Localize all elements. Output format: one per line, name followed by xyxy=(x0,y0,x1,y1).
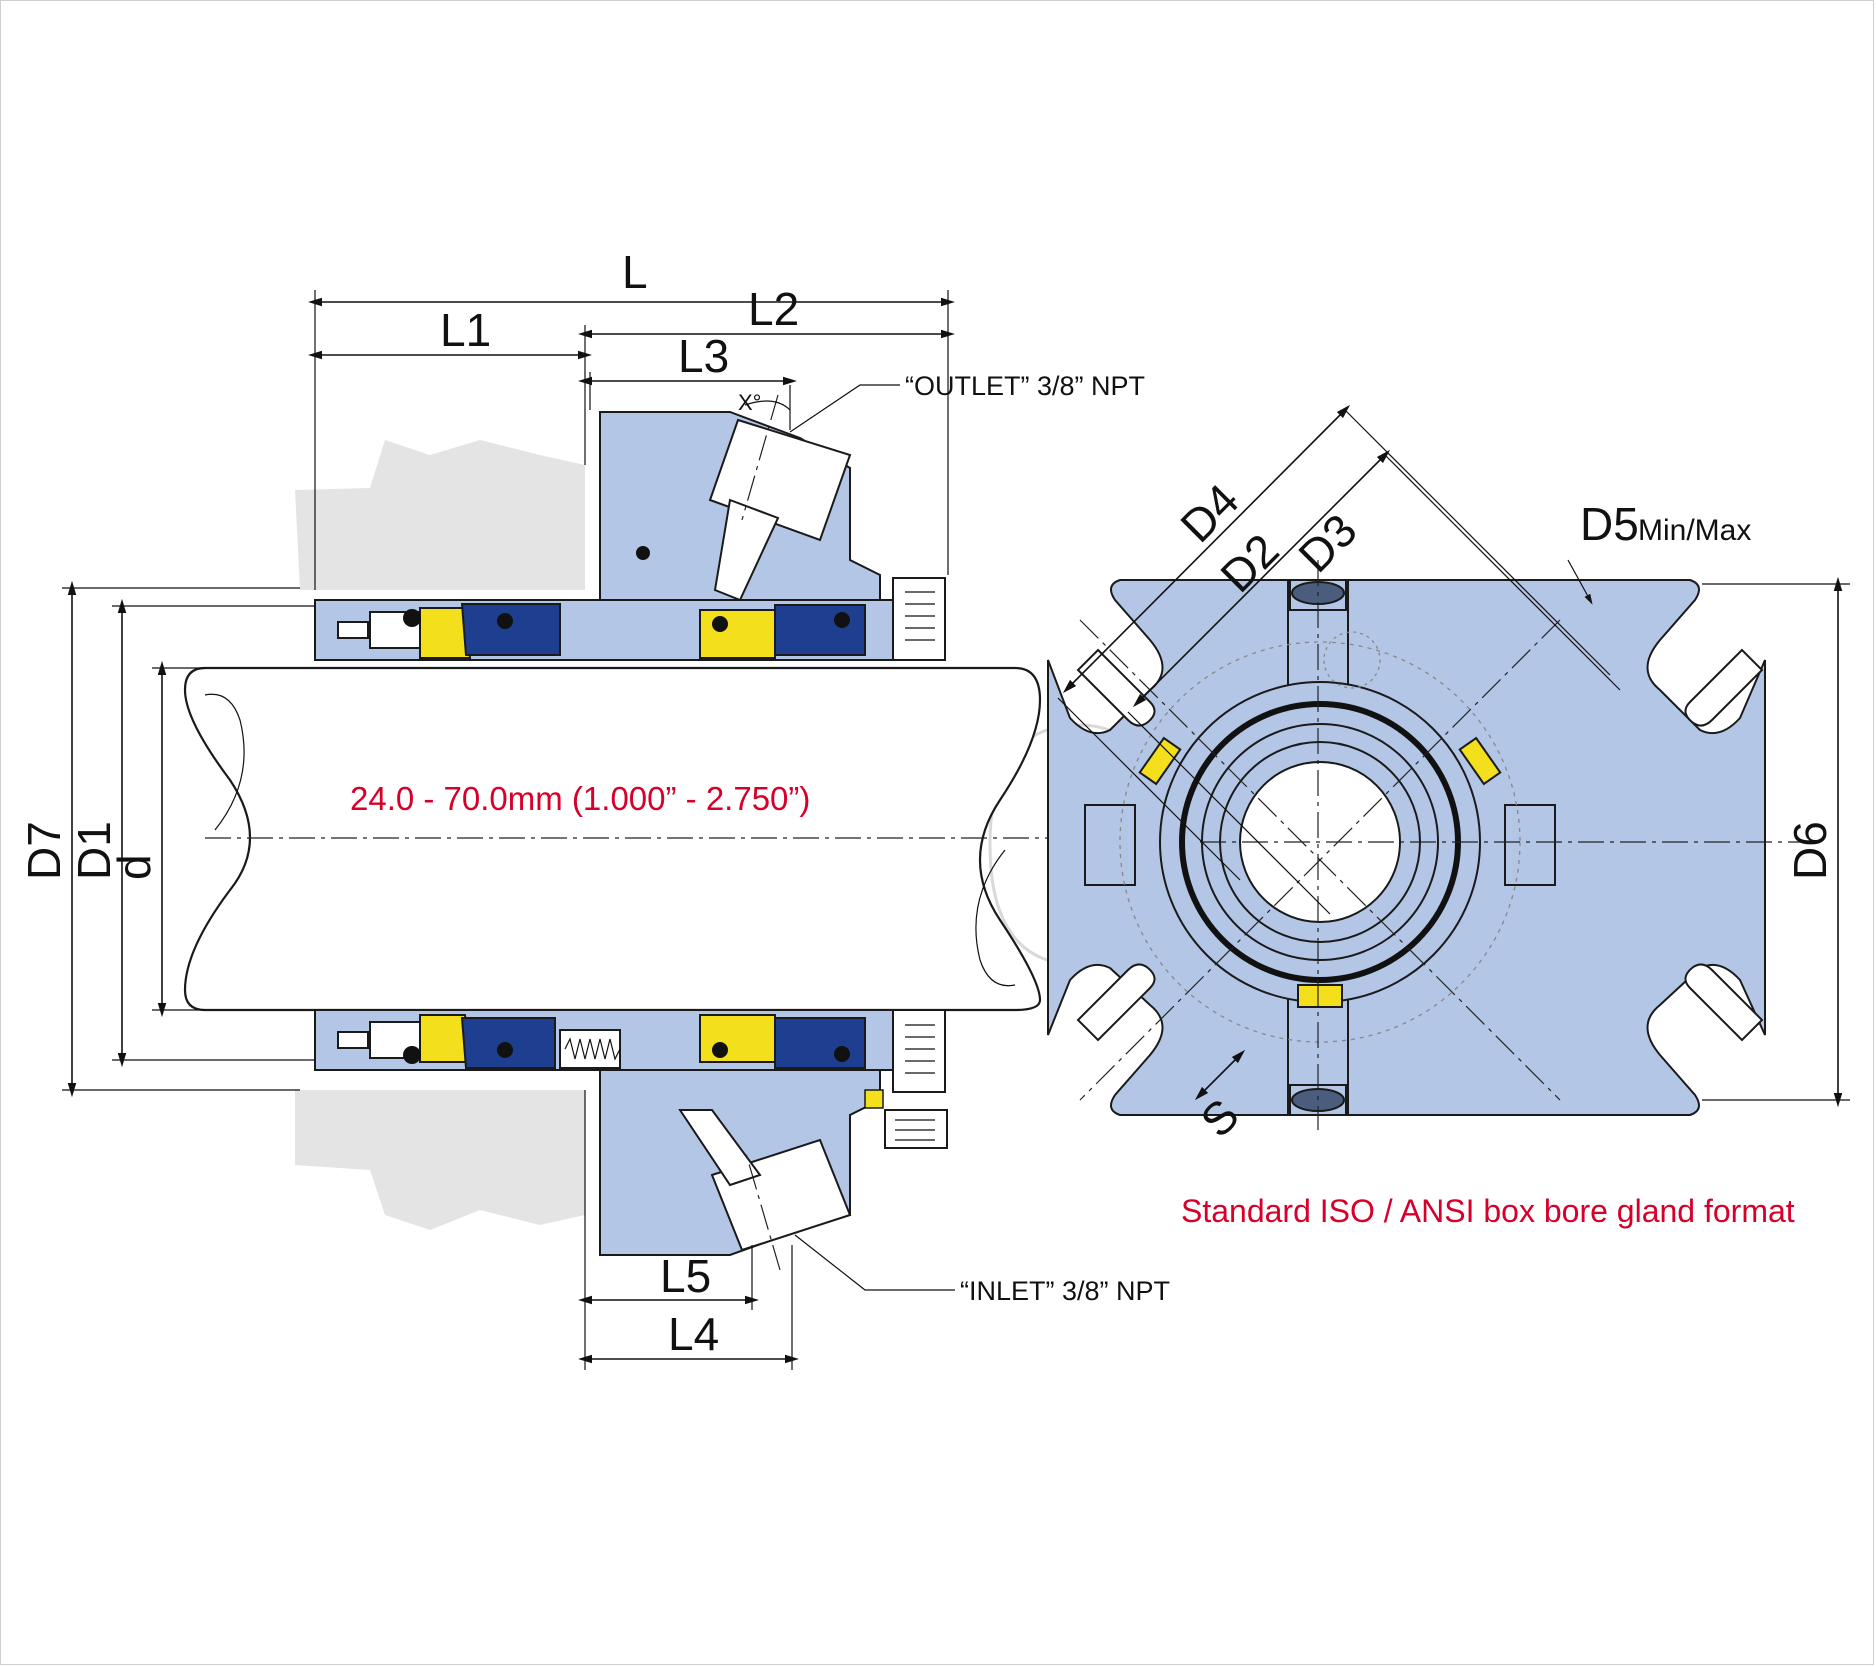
label-D1: D1 xyxy=(68,821,120,880)
set-screw-top xyxy=(892,577,946,661)
pump-housing-bottom xyxy=(295,1090,585,1230)
dim-line-D5 xyxy=(1567,559,1593,605)
label-L5: L5 xyxy=(660,1250,711,1302)
label-L1: L1 xyxy=(440,304,491,356)
inlet-passage xyxy=(678,1109,762,1187)
stationary-face-top-2 xyxy=(774,604,866,656)
label-D3: D3 xyxy=(1288,504,1366,582)
label-L: L xyxy=(622,246,648,298)
label-d: d xyxy=(108,854,160,880)
pump-housing-top xyxy=(295,440,585,590)
label-D5-suffix: Min/Max xyxy=(1638,514,1751,547)
label-angle: X° xyxy=(738,390,761,415)
outlet-leader xyxy=(789,384,900,433)
inlet-leader xyxy=(794,1234,955,1291)
spring-bottom xyxy=(559,1029,621,1069)
shaft xyxy=(183,666,1042,1012)
gland-caption: Standard ISO / ANSI box bore gland forma… xyxy=(1181,1193,1795,1229)
rotary-face-top xyxy=(419,607,472,659)
rotary-face-top-2 xyxy=(699,609,776,659)
outlet-label: “OUTLET” 3/8” NPT xyxy=(905,371,1145,401)
rotary-face-bottom-2 xyxy=(699,1014,776,1063)
inlet-label: “INLET” 3/8” NPT xyxy=(960,1276,1170,1306)
label-L4: L4 xyxy=(668,1308,719,1360)
label-D5: D5 xyxy=(1580,498,1639,550)
label-L3: L3 xyxy=(678,330,729,382)
size-range-text: 24.0 - 70.0mm (1.000” - 2.750”) xyxy=(350,780,810,817)
set-screw-bottom xyxy=(892,1009,946,1093)
gland-plate xyxy=(1047,579,1766,1116)
label-D6: D6 xyxy=(1784,821,1836,880)
stationary-face-bottom-2 xyxy=(774,1017,866,1069)
drain-plug xyxy=(884,1109,948,1149)
dim-line-D2 xyxy=(1132,449,1391,708)
dim-line-S xyxy=(1194,1049,1246,1101)
stationary-face-top xyxy=(460,603,561,656)
label-L2: L2 xyxy=(748,283,799,335)
label-D7: D7 xyxy=(18,821,70,880)
